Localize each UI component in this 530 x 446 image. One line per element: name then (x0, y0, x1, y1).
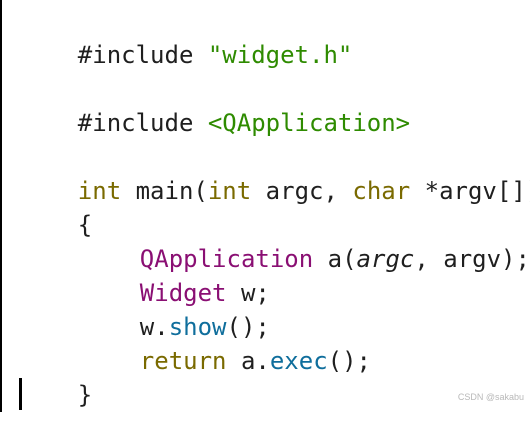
code-line-main-signature: int main(int argc, char *argv[]) (20, 140, 530, 205)
code-line-include-widget: #include "widget.h" (20, 4, 353, 69)
code-line-return: return a.exec(); (82, 310, 371, 375)
text-cursor (19, 378, 22, 410)
preprocessor-directive: #include (77, 41, 194, 69)
include-target: "widget.h" (207, 41, 353, 69)
argument: *argv[]) (424, 177, 530, 205)
code-line-close-brace: } (20, 344, 92, 409)
class-name: Widget (139, 279, 227, 307)
code-line-show: w.show(); (82, 276, 270, 341)
type-keyword: int (207, 177, 252, 205)
argument: argc, (265, 177, 338, 205)
object-name: a. (226, 347, 270, 375)
brace: { (77, 211, 93, 239)
method-name: exec (269, 347, 328, 375)
brace: } (77, 381, 93, 409)
code-text: (); (327, 347, 372, 375)
method-name: show (168, 313, 227, 341)
code-text: a( (327, 245, 357, 273)
parameter: argc (356, 245, 415, 273)
type-keyword: char (352, 177, 411, 205)
code-text: w; (226, 279, 270, 307)
return-keyword: return (139, 347, 227, 375)
code-line-open-brace: { (20, 174, 92, 239)
code-text: , argv); (414, 245, 530, 273)
preprocessor-directive: #include (77, 109, 194, 137)
watermark: CSDN @sakabu (457, 392, 524, 402)
code-line-qapplication-init: QApplication a(argc, argv); (82, 208, 530, 273)
object-name: w. (139, 313, 169, 341)
function-name: main (135, 177, 194, 205)
code-editor[interactable]: #include "widget.h" #include <QApplicati… (0, 0, 530, 412)
code-line-widget-decl: Widget w; (82, 242, 270, 307)
code-text: (); (226, 313, 270, 341)
class-name: QApplication (139, 245, 314, 273)
type-keyword: int (77, 177, 122, 205)
paren: ( (193, 177, 208, 205)
code-line-include-qapplication: #include <QApplication> (20, 72, 410, 137)
include-target: <QApplication> (207, 109, 411, 137)
